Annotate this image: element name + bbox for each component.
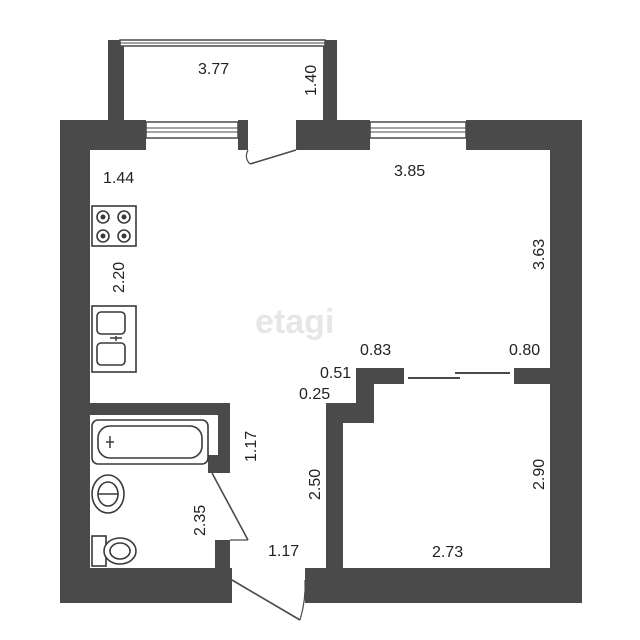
top-wall-mid-a (238, 120, 248, 150)
hall-width-label: 1.44 (103, 170, 134, 187)
bathtub-icon (91, 419, 209, 465)
room-wall-left (326, 403, 343, 583)
bath-height-label: 1.17 (243, 431, 260, 462)
toilet-icon (91, 535, 137, 567)
left-wall (60, 120, 90, 603)
bath-wall-top (90, 403, 230, 415)
top-wall-mid-b (296, 120, 370, 150)
corridor-length-label: 2.50 (307, 469, 324, 500)
balcony-depth-label: 1.40 (303, 65, 320, 96)
living-width-label: 3.85 (394, 163, 425, 180)
right-wall (550, 120, 582, 603)
wardrobe-wall-right (514, 368, 550, 384)
balcony-wall-left (108, 40, 124, 120)
bath-door-jamb-upper (208, 455, 230, 473)
balcony (108, 39, 337, 120)
step-width-label: 0.51 (320, 365, 351, 382)
room-width-label: 2.73 (432, 544, 463, 561)
entrance-door (231, 579, 306, 621)
bath-wall-right-lower (215, 540, 230, 568)
wardrobe-right-label: 0.80 (509, 342, 540, 359)
bath-width-label: 2.35 (192, 505, 209, 536)
step-wall (356, 368, 374, 413)
window-right (369, 121, 467, 139)
room-length-label: 2.90 (531, 459, 548, 490)
step-depth-label: 0.25 (299, 386, 330, 403)
balcony-door (245, 149, 297, 165)
balcony-wall-right (323, 40, 337, 120)
stove-icon (91, 205, 137, 247)
window-left (145, 121, 239, 139)
washbasin-icon (91, 474, 125, 514)
bottom-wall-right (305, 568, 582, 603)
entry-width-label: 1.17 (268, 543, 299, 560)
living-length-label: 3.63 (531, 239, 548, 270)
bottom-wall-left (60, 568, 232, 603)
walls (60, 120, 582, 603)
wardrobe-left-label: 0.83 (360, 342, 391, 359)
kitchen-length-label: 2.20 (111, 262, 128, 293)
kitchen-sink-icon (91, 305, 137, 373)
wardrobe-sliding-door (408, 372, 510, 379)
watermark: etagi (255, 303, 334, 341)
balcony-width-label: 3.77 (198, 61, 229, 78)
balcony-glazing (119, 39, 326, 47)
bathroom-door (211, 472, 249, 541)
